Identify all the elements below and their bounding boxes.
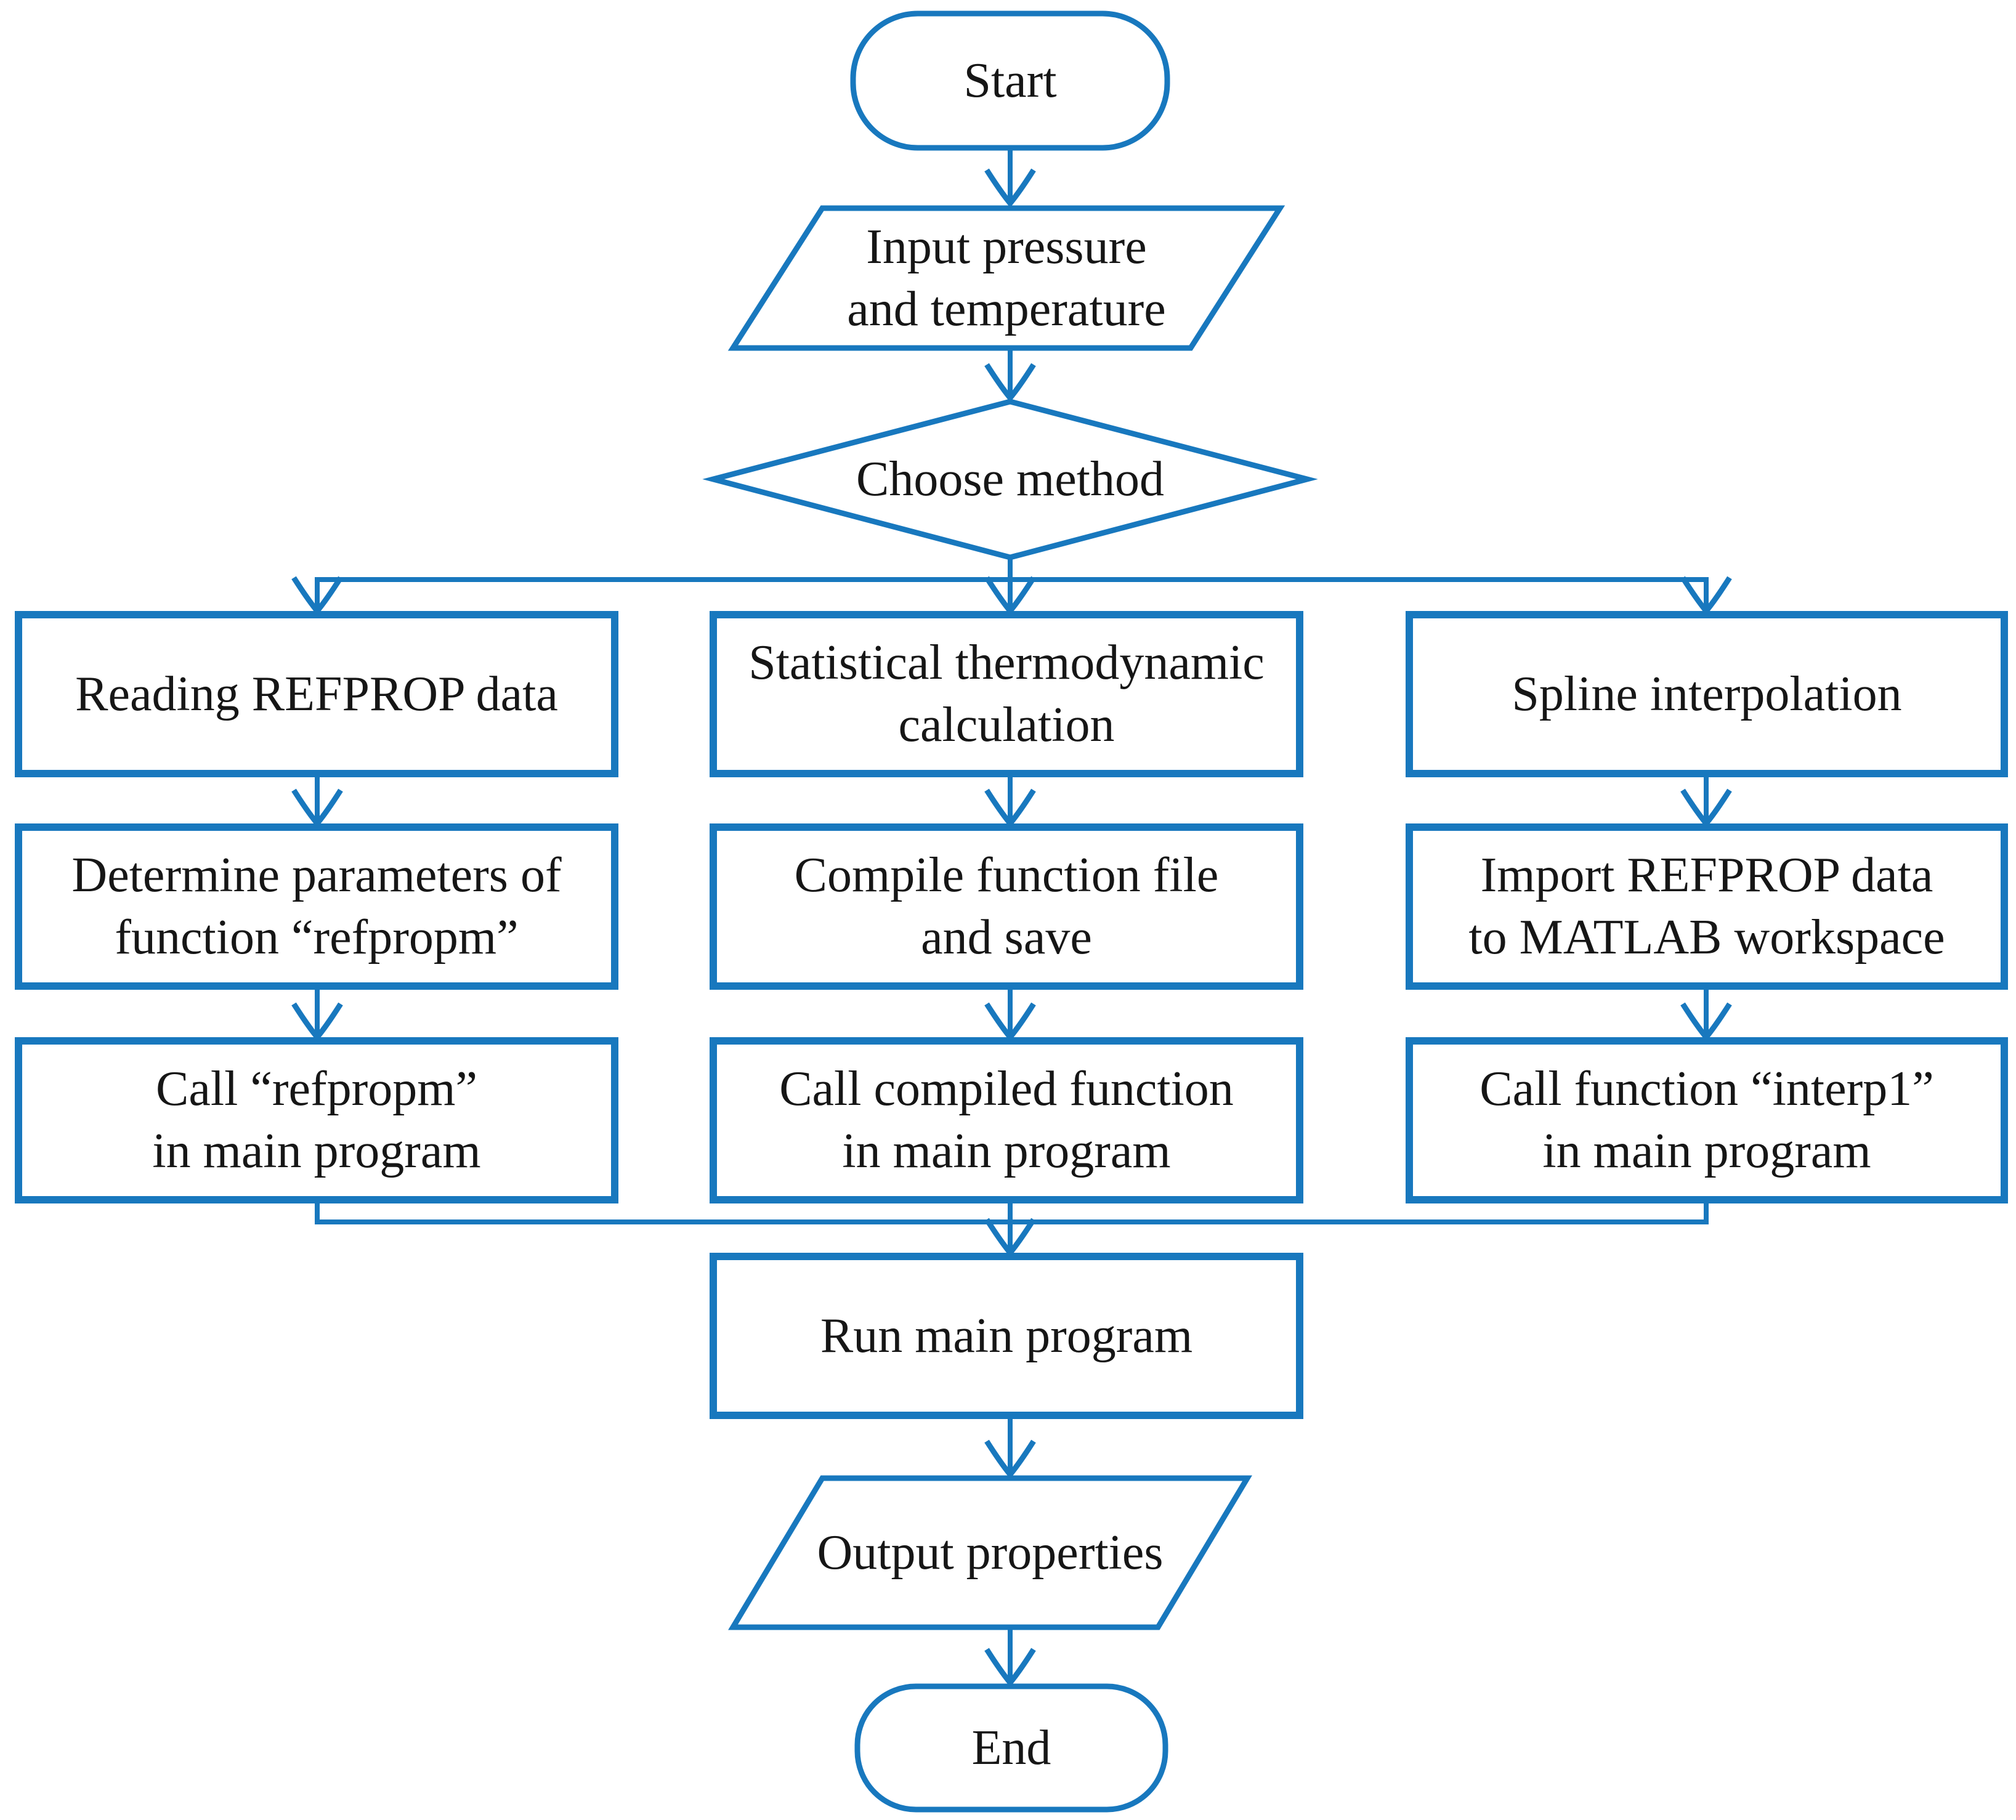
node-stat-thermo: Statistical thermodynamic calculation	[713, 615, 1300, 774]
node-call-compiled: Call compiled function in main program	[713, 1041, 1300, 1200]
node-determine-params-label-line2: function “refpropm”	[115, 910, 519, 965]
node-input-label-line1: Input pressure	[866, 219, 1147, 274]
node-call-compiled-label-line2: in main program	[842, 1124, 1171, 1178]
output-parallelogram-shape	[728, 1475, 1252, 1630]
node-input-label-line2: and temperature	[847, 281, 1166, 336]
node-output: Output properties	[733, 1478, 1247, 1627]
node-run-main: Run main program	[713, 1256, 1300, 1415]
node-compile-save: Compile function file and save	[713, 827, 1300, 986]
node-read-refprop: Reading REFPROP data	[18, 615, 615, 774]
node-compile-save-label-line2: and save	[921, 910, 1092, 965]
node-determine-params-label-line1: Determine parameters of	[71, 848, 562, 903]
branch-line-left-right	[291, 576, 1732, 616]
node-call-interp1: Call function “interp1” in main program	[1409, 1041, 2004, 1200]
node-call-refpropm-label-line2: in main program	[152, 1124, 481, 1178]
node-read-refprop-label: Reading REFPROP data	[75, 666, 558, 721]
node-stat-thermo-label-line2: calculation	[898, 698, 1115, 752]
node-input: Input pressure and temperature	[733, 208, 1280, 348]
node-start: Start	[853, 14, 1167, 148]
node-call-refpropm: Call “refpropm” in main program	[18, 1041, 615, 1200]
node-run-main-label: Run main program	[820, 1308, 1193, 1363]
input-parallelogram-shape	[727, 205, 1285, 351]
node-stat-thermo-label-line1: Statistical thermodynamic	[748, 636, 1265, 690]
node-start-label: Start	[963, 53, 1057, 108]
node-import-refprop-label-line1: Import REFPROP data	[1480, 848, 1933, 903]
node-call-compiled-label-line1: Call compiled function	[779, 1062, 1234, 1117]
node-call-refpropm-label-line1: Call “refpropm”	[156, 1062, 477, 1117]
node-call-interp1-label-line2: in main program	[1542, 1124, 1871, 1178]
node-choose-method: Choose method	[713, 402, 1307, 557]
node-import-refprop-label-line2: to MATLAB workspace	[1468, 910, 1945, 965]
node-compile-save-label-line1: Compile function file	[794, 848, 1219, 903]
node-spline-label: Spline interpolation	[1512, 666, 1902, 721]
node-output-label: Output properties	[817, 1525, 1164, 1580]
node-call-interp1-label-line1: Call function “interp1”	[1480, 1062, 1934, 1117]
node-spline: Spline interpolation	[1409, 615, 2004, 774]
node-determine-params: Determine parameters of function “refpro…	[18, 827, 615, 986]
node-import-refprop: Import REFPROP data to MATLAB workspace	[1409, 827, 2004, 986]
node-choose-method-label: Choose method	[856, 452, 1164, 507]
node-end: End	[857, 1686, 1165, 1810]
node-end-label: End	[971, 1720, 1051, 1775]
